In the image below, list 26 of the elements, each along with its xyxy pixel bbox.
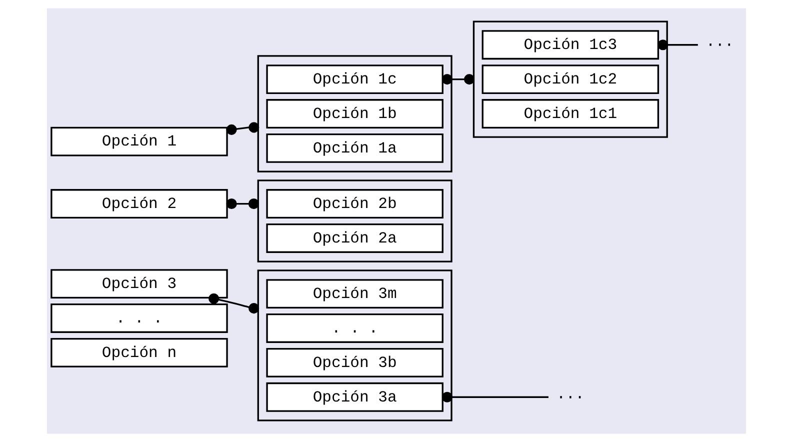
connector [442,392,548,402]
node-box: Opción 1c1 [482,99,660,128]
connector [226,122,260,135]
connector [442,74,475,85]
connector [226,198,259,210]
node-box: Opción 3m [266,279,444,309]
node-box: Opción 3 [50,269,228,299]
connector [658,40,698,50]
node-box: Opción 2a [266,224,444,253]
connector [208,293,260,314]
node-box: Opción 3b [266,348,444,378]
node-text: ··· [706,36,734,54]
node-box: Opción 1 [50,126,228,156]
node-box: Opción 3a [266,382,444,412]
node-box: Opción 2 [50,189,228,218]
node-box: Opción 1b [266,99,444,128]
cluster [257,180,452,262]
node-box: Opción n [50,338,228,368]
node-box: Opción 2b [266,189,444,218]
node-text: ··· [556,388,584,406]
node-box: Opción 1c [266,64,444,94]
node-box: Opción 1a [266,133,444,163]
node-box: . . . [266,314,444,343]
node-box: . . . [50,304,228,333]
node-box: Opción 1c2 [482,64,660,94]
node-box: Opción 1c3 [482,30,660,60]
